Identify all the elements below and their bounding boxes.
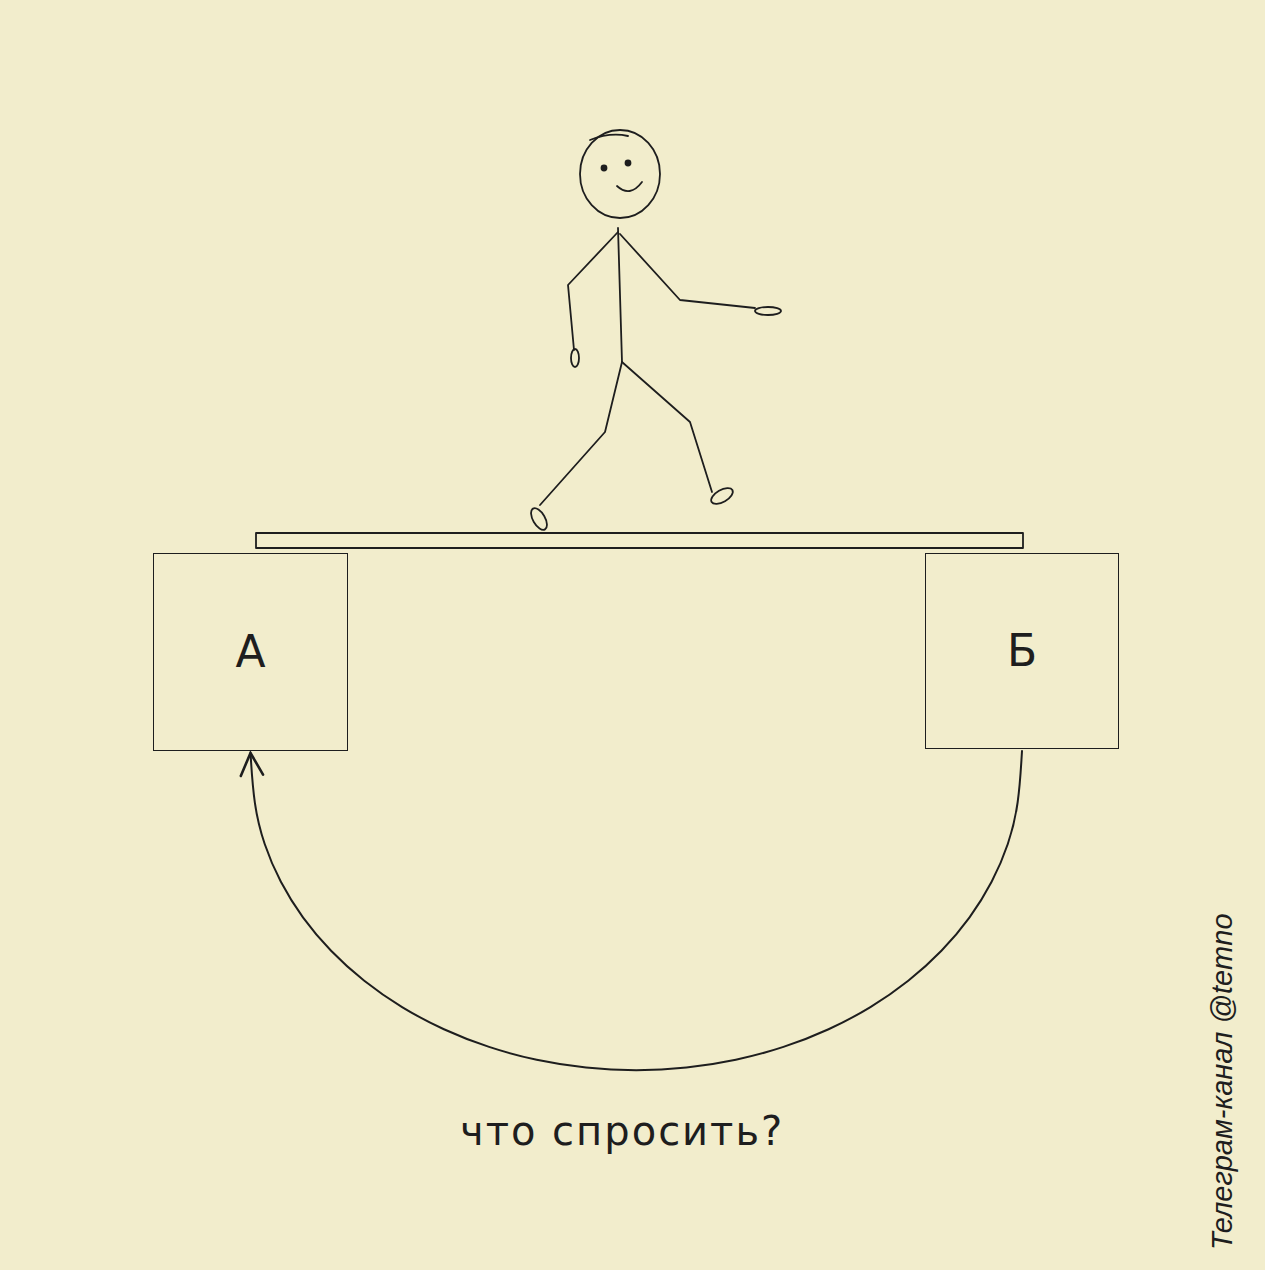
place-letter: Б [1007, 629, 1037, 673]
stick-figure [528, 130, 781, 532]
body [618, 228, 622, 362]
foot [528, 506, 550, 533]
watermark: Телеграм-канал @temno [1206, 913, 1239, 1250]
arm [568, 232, 618, 350]
hair [590, 135, 628, 140]
arm [620, 234, 755, 308]
leg [540, 362, 622, 505]
return-arrow [251, 751, 1023, 1070]
place-letter: А [235, 630, 265, 674]
hand [755, 307, 781, 315]
leg [622, 362, 712, 492]
plank [256, 533, 1023, 548]
question-note: что спросить? [460, 1108, 784, 1154]
place-box: Б [925, 553, 1119, 749]
eye [602, 166, 607, 171]
plank-board [256, 533, 1023, 548]
foot [709, 485, 736, 507]
hand [571, 349, 579, 367]
smile [617, 182, 642, 191]
place-box: А [153, 553, 348, 751]
head [580, 130, 660, 218]
eye [626, 161, 631, 166]
